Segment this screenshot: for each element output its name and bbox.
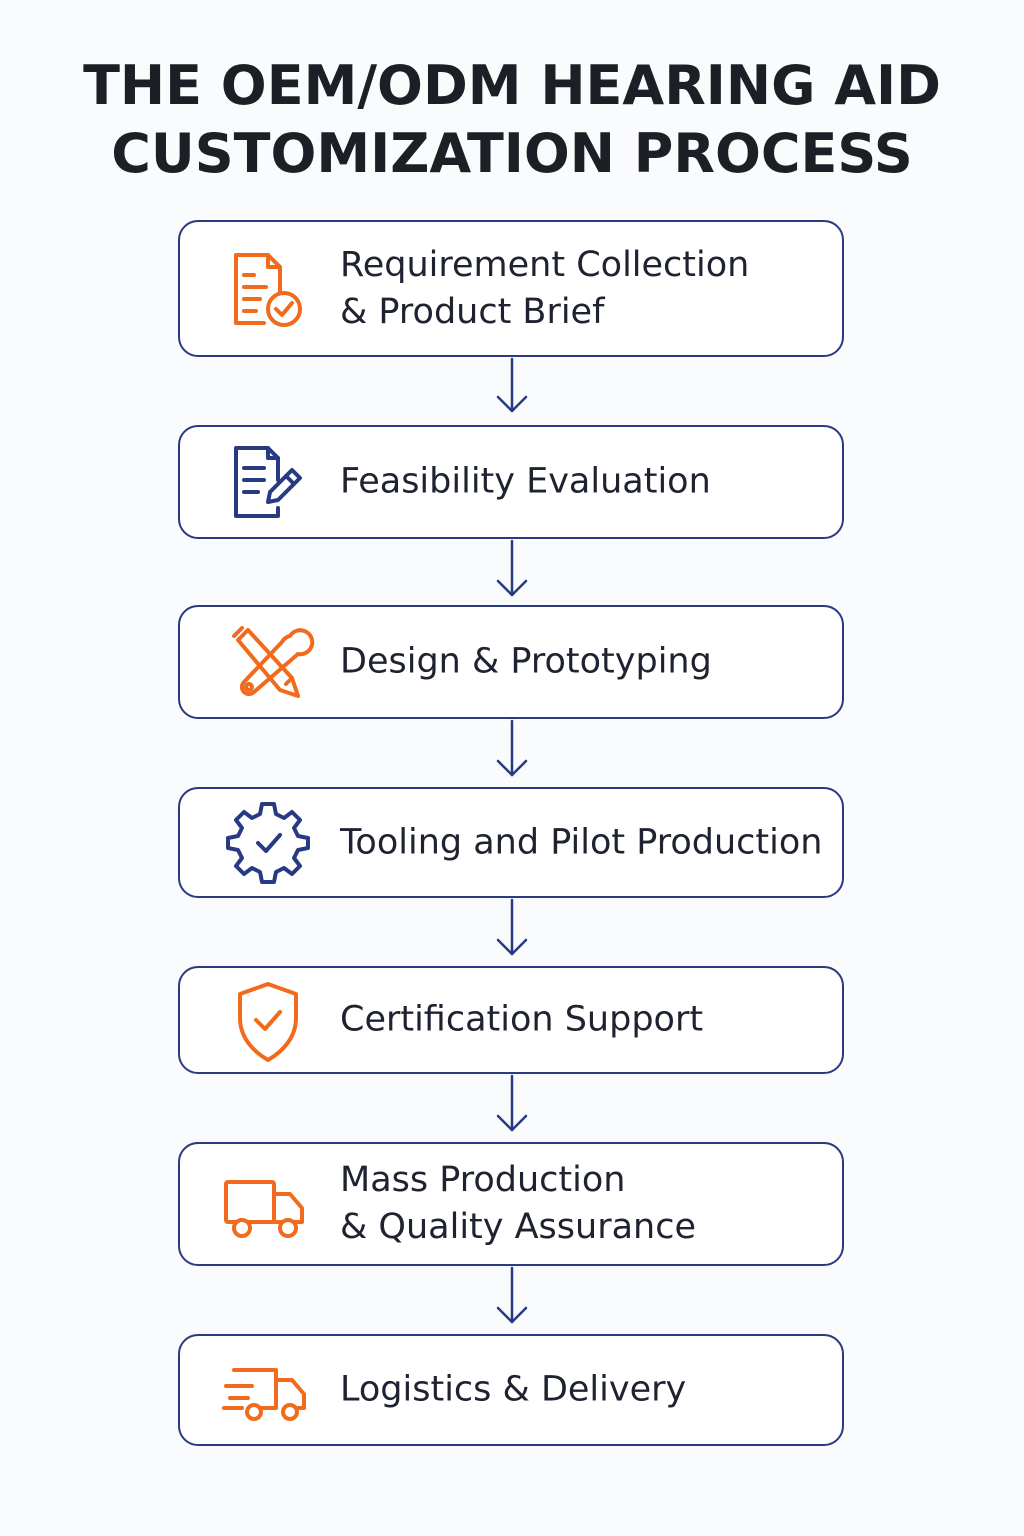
step-label: Certification Support <box>340 997 836 1044</box>
step-label-line-2: & Quality Assurance <box>340 1207 696 1247</box>
gear-check-icon <box>220 795 316 891</box>
step-label-line-2: & Product Brief <box>340 291 605 332</box>
step-label: Feasibility Evaluation <box>340 459 836 506</box>
step-label: Logistics & Delivery <box>340 1367 836 1414</box>
flow-arrow <box>494 1266 530 1334</box>
fast-truck-icon <box>220 1342 316 1438</box>
step-certification-support: Certification Support <box>178 966 844 1074</box>
step-label-line-1: Design & Prototyping <box>340 641 712 682</box>
wrench-pencil-icon <box>220 614 316 710</box>
step-label-line-1: Mass Production <box>340 1160 626 1200</box>
step-label: Tooling and Pilot Production <box>340 819 836 866</box>
step-label: Requirement Collection & Product Brief <box>340 242 836 336</box>
flow-arrow <box>494 539 530 605</box>
title-line-2: CUSTOMIZATION PROCESS <box>111 122 913 185</box>
shield-check-icon <box>220 972 316 1068</box>
document-check-icon <box>220 241 316 337</box>
step-label-line-1: Certification Support <box>340 999 704 1040</box>
step-mass-production: Mass Production & Quality Assurance <box>178 1142 844 1266</box>
step-label-line-1: Feasibility Evaluation <box>340 461 711 502</box>
flow-arrow <box>494 719 530 787</box>
flow-arrow <box>494 1074 530 1142</box>
step-label-line-1: Tooling and Pilot Production <box>340 822 823 862</box>
step-label: Design & Prototyping <box>340 639 836 686</box>
page-title: THE OEM/ODM HEARING AID CUSTOMIZATION PR… <box>0 52 1024 188</box>
step-tooling-pilot-production: Tooling and Pilot Production <box>178 787 844 898</box>
step-label-line-1: Requirement Collection <box>340 244 750 285</box>
document-edit-icon <box>220 434 316 530</box>
truck-icon <box>220 1156 316 1252</box>
title-line-1: THE OEM/ODM HEARING AID <box>83 54 941 117</box>
flow-arrow <box>494 898 530 966</box>
step-feasibility-evaluation: Feasibility Evaluation <box>178 425 844 539</box>
step-requirement-collection: Requirement Collection & Product Brief <box>178 220 844 357</box>
step-logistics-delivery: Logistics & Delivery <box>178 1334 844 1446</box>
step-design-prototyping: Design & Prototyping <box>178 605 844 719</box>
step-label: Mass Production & Quality Assurance <box>340 1157 836 1251</box>
step-label-line-1: Logistics & Delivery <box>340 1369 687 1410</box>
flow-arrow <box>494 357 530 425</box>
